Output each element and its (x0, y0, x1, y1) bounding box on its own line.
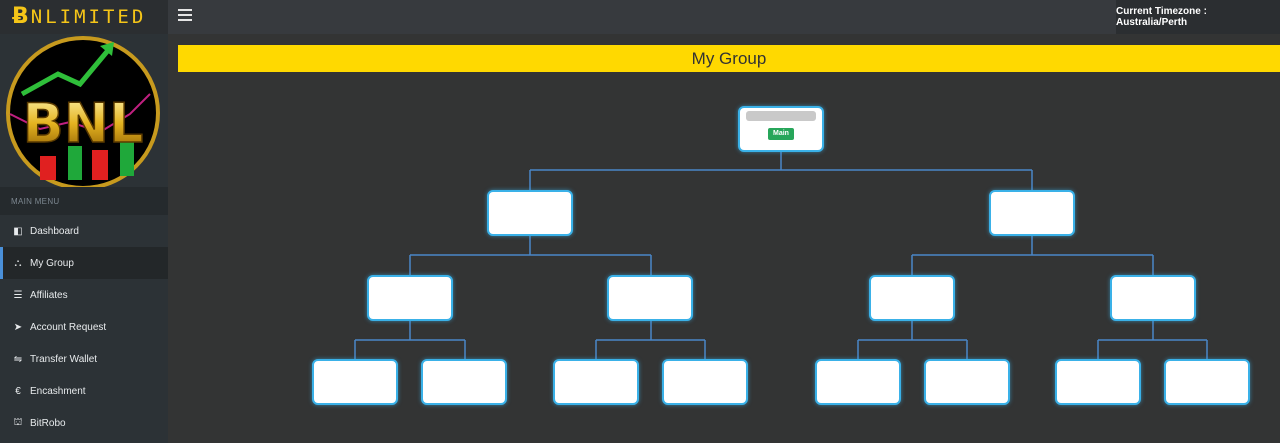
sidebar-item-transfer-wallet[interactable]: ⇋ Transfer Wallet (0, 343, 168, 375)
main-content: My Group (168, 34, 1280, 443)
sidebar-item-label: My Group (30, 257, 74, 269)
tree-node-right[interactable] (989, 190, 1075, 236)
brand-text: NLIMITED (30, 6, 147, 28)
main-menu-header: MAIN MENU (0, 187, 168, 215)
sidebar-item-label: BitRobo (30, 417, 66, 429)
current-timezone: Current Timezone : Australia/Perth (1116, 0, 1280, 34)
sidebar-item-bitrobo[interactable]: ⛫ BitRobo (0, 407, 168, 439)
sidebar-item-dashboard[interactable]: ◧ Dashboard (0, 215, 168, 247)
tree-node-root[interactable]: Main (738, 106, 824, 152)
tree-node-rrr[interactable] (1164, 359, 1250, 405)
tree-node-llr[interactable] (421, 359, 507, 405)
page-title: My Group (178, 45, 1280, 72)
sidebar-item-label: Encashment (30, 385, 86, 397)
bank-icon: ⛫ (13, 416, 23, 428)
sidebar-item-label: Affiliates (30, 289, 68, 301)
top-bar: Ƀ NLIMITED Current Timezone : Australia/… (0, 0, 1280, 34)
dashboard-icon: ◧ (13, 225, 23, 237)
sidebar-item-my-group[interactable]: ⛬ My Group (0, 247, 168, 279)
paper-plane-icon: ➤ (13, 321, 23, 333)
tree-node-lll[interactable] (312, 359, 398, 405)
tree-node-lrl[interactable] (553, 359, 639, 405)
tree-node-lrr[interactable] (662, 359, 748, 405)
transfer-icon: ⇋ (13, 353, 23, 365)
tree-node-left-left[interactable] (367, 275, 453, 321)
bitcoin-icon: Ƀ (12, 4, 29, 29)
main-badge: Main (768, 128, 794, 140)
tree-node-rrl[interactable] (1055, 359, 1141, 405)
list-icon: ☰ (13, 289, 23, 301)
tree-node-right-right[interactable] (1110, 275, 1196, 321)
logo-text: BNL (23, 92, 144, 155)
sitemap-icon: ⛬ (14, 257, 22, 269)
sidebar-item-affiliates[interactable]: ☰ Affiliates (0, 279, 168, 311)
sidebar-item-label: Transfer Wallet (30, 353, 98, 365)
sidebar-item-label: Account Request (30, 321, 107, 333)
tree-node-left-right[interactable] (607, 275, 693, 321)
tree-node-left[interactable] (487, 190, 573, 236)
sidebar-item-encashment[interactable]: € Encashment (0, 375, 168, 407)
bnl-logo: BNL (0, 34, 168, 190)
tree-node-right-left[interactable] (869, 275, 955, 321)
sidebar: BNL MAIN MENU ◧ Dashboard ⛬ My Group ☰ A… (0, 34, 168, 443)
bnl-logo-image: BNL (6, 36, 160, 190)
hamburger-menu-icon[interactable] (178, 9, 192, 23)
tree-node-rlr[interactable] (924, 359, 1010, 405)
brand-logo[interactable]: Ƀ NLIMITED (0, 0, 168, 34)
tree-node-rll[interactable] (815, 359, 901, 405)
euro-icon: € (15, 385, 21, 397)
root-member-name (746, 111, 816, 121)
sidebar-item-account-request[interactable]: ➤ Account Request (0, 311, 168, 343)
sidebar-item-label: Dashboard (30, 225, 79, 237)
